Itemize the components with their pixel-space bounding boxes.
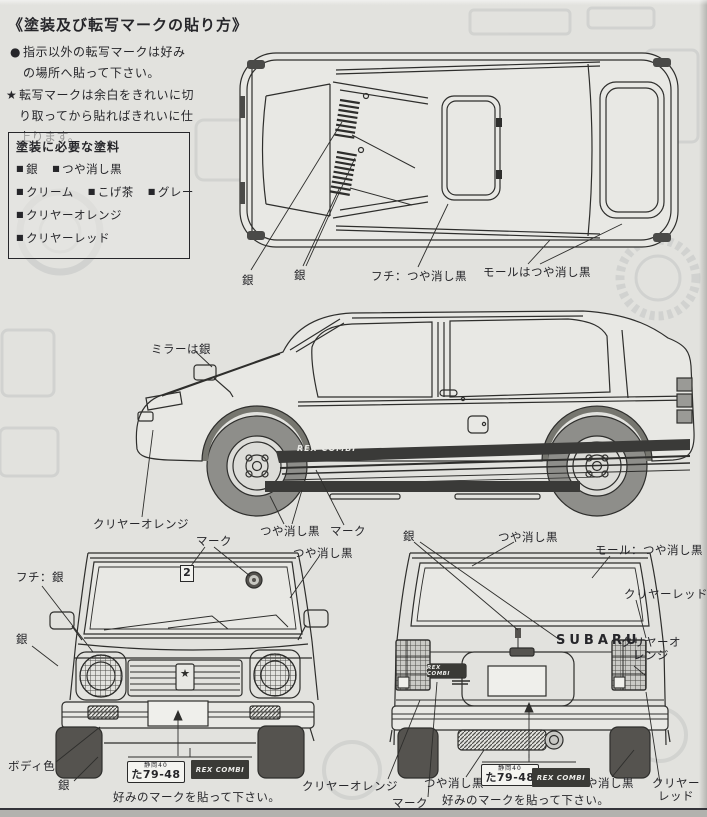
callout-mirror-silver: ミラーは銀 bbox=[151, 342, 211, 356]
paint-name: グレー bbox=[157, 185, 194, 199]
callout-sunroof-edge: フチ：つや消し黒 bbox=[371, 269, 467, 283]
car-front-view bbox=[49, 552, 329, 779]
plate-region-text: 静岡40 bbox=[144, 762, 168, 769]
paint-row: ■銀 ■つや消し黒 bbox=[16, 161, 182, 177]
wiper-hatch-lower bbox=[329, 150, 357, 196]
callout-windshield-mark: マーク bbox=[196, 534, 232, 548]
paint-name: クリヤーレッド bbox=[26, 231, 111, 245]
callout-rear-wiper-silver: 銀 bbox=[403, 529, 415, 543]
callout-sill-matte-black: つや消し黒 bbox=[260, 524, 320, 538]
callout-top-wiper-silver-b: 銀 bbox=[294, 268, 306, 282]
paint-item: ■こげ茶 bbox=[88, 184, 134, 200]
windshield-number-sticker: 2 bbox=[180, 565, 194, 582]
corner-guards bbox=[240, 58, 671, 242]
front-plate-badge: REX COMBI bbox=[191, 760, 249, 779]
callout-top-wiper-silver-a: 銀 bbox=[242, 273, 254, 287]
paint-item: ■銀 bbox=[16, 161, 38, 177]
paint-name: クリヤーオレンジ bbox=[26, 208, 123, 222]
callout-bottom-clear-red: クリヤーレッド bbox=[652, 776, 700, 803]
scan-edge-highlight bbox=[0, 0, 707, 5]
leader-lines bbox=[31, 121, 661, 798]
callout-front-pillar-matte-black: つや消し黒 bbox=[293, 546, 353, 560]
plate-number-text: た79-48 bbox=[485, 771, 535, 784]
callout-front-clear-orange: クリヤーオレンジ bbox=[93, 517, 189, 531]
tail-light-left bbox=[395, 639, 431, 691]
rear-license-plate: 静岡40 た79-48 bbox=[481, 764, 539, 786]
rear-plate-badge: REX COMBI bbox=[532, 768, 590, 787]
paint-item: ■つや消し黒 bbox=[52, 161, 122, 177]
paint-row: ■クリーム ■こげ茶 ■グレー bbox=[16, 184, 193, 200]
paint-name: クリーム bbox=[26, 185, 74, 199]
front-license-plate: 静岡40 た79-48 bbox=[127, 761, 185, 783]
scan-edge-shadow bbox=[699, 0, 707, 817]
car-side-view bbox=[135, 310, 695, 517]
side-body-outline bbox=[135, 310, 695, 462]
callout-bottom-clear-orange: クリヤーオレンジ bbox=[302, 779, 398, 793]
square-marker-icon: ■ bbox=[16, 233, 25, 242]
callout-front-bumper-silver: 銀 bbox=[58, 778, 70, 792]
car-top-view bbox=[239, 52, 679, 248]
instruction-note-1: ● 指示以外の転写マークは好みの場所へ貼って下さい。 bbox=[10, 42, 190, 84]
place-mark-note-front: 好みのマークを貼って下さい。 bbox=[113, 790, 281, 804]
place-mark-note-rear: 好みのマークを貼って下さい。 bbox=[442, 793, 610, 807]
paint-item: ■クリーム bbox=[16, 184, 74, 200]
paint-name: 銀 bbox=[26, 162, 39, 176]
callout-front-corner-silver: 銀 bbox=[16, 632, 28, 646]
page-title: 《塗装及び転写マークの貼り方》 bbox=[8, 16, 249, 34]
callout-body-color: ボディ色 bbox=[8, 759, 56, 773]
plate-number-text: た79-48 bbox=[131, 768, 181, 781]
square-marker-icon: ■ bbox=[147, 187, 156, 196]
paint-item: ■グレー bbox=[148, 184, 194, 200]
callout-rear-clear-red: クリヤーレッド bbox=[624, 587, 707, 601]
paint-name: つや消し黒 bbox=[62, 162, 123, 176]
rear-rexcombi-badge: REX COMBI bbox=[427, 664, 465, 677]
callout-headlight-rim-silver: フチ：銀 bbox=[16, 570, 64, 584]
square-marker-icon: ■ bbox=[16, 210, 25, 219]
callout-rear-molding-matte-black: モール：つや消し黒 bbox=[595, 543, 703, 557]
required-paints-box: 塗装に必要な塗料 ■銀 ■つや消し黒 ■クリーム ■こげ茶 ■グレー ■クリヤー… bbox=[8, 132, 193, 259]
bullet-star: ★ bbox=[6, 88, 18, 102]
plate-region-text: 静岡40 bbox=[498, 765, 522, 772]
bullet-dot: ● bbox=[10, 45, 21, 59]
front-wheel bbox=[206, 415, 308, 517]
square-marker-icon: ■ bbox=[16, 187, 25, 196]
paint-name: こげ茶 bbox=[97, 185, 134, 199]
callout-rear-clear-orange: クリヤーオレンジ bbox=[621, 635, 681, 662]
side-stripe-decal-text: REX COMBI bbox=[297, 444, 357, 453]
square-marker-icon: ■ bbox=[87, 187, 96, 196]
callout-stripe-mark: マーク bbox=[330, 524, 366, 538]
paint-item: ■クリヤーオレンジ bbox=[16, 207, 122, 223]
instruction-text: 指示以外の転写マークは好みの場所へ貼って下さい。 bbox=[23, 45, 186, 80]
paints-box-title: 塗装に必要な塗料 bbox=[16, 140, 121, 154]
rear-subaru-emblem: SUBARU bbox=[556, 633, 641, 648]
square-marker-icon: ■ bbox=[16, 164, 25, 173]
car-rear-view bbox=[389, 552, 671, 779]
paint-row: ■クリヤーオレンジ bbox=[16, 207, 182, 223]
tail-light-right bbox=[611, 639, 647, 691]
callout-rear-window-matte-black: つや消し黒 bbox=[498, 530, 558, 544]
wiper-hatch-upper bbox=[334, 98, 360, 139]
callout-roof-moldings: モールはつや消し黒 bbox=[483, 265, 591, 279]
paint-item: ■クリヤーレッド bbox=[16, 230, 110, 246]
square-marker-icon: ■ bbox=[52, 164, 61, 173]
sheet-bottom-band bbox=[0, 808, 707, 817]
callout-bottom-mark: マーク bbox=[392, 796, 428, 810]
paint-row: ■クリヤーレッド bbox=[16, 230, 182, 246]
callout-bottom-matte-black-left: つや消し黒 bbox=[424, 776, 484, 790]
side-tail-lights bbox=[676, 377, 693, 424]
